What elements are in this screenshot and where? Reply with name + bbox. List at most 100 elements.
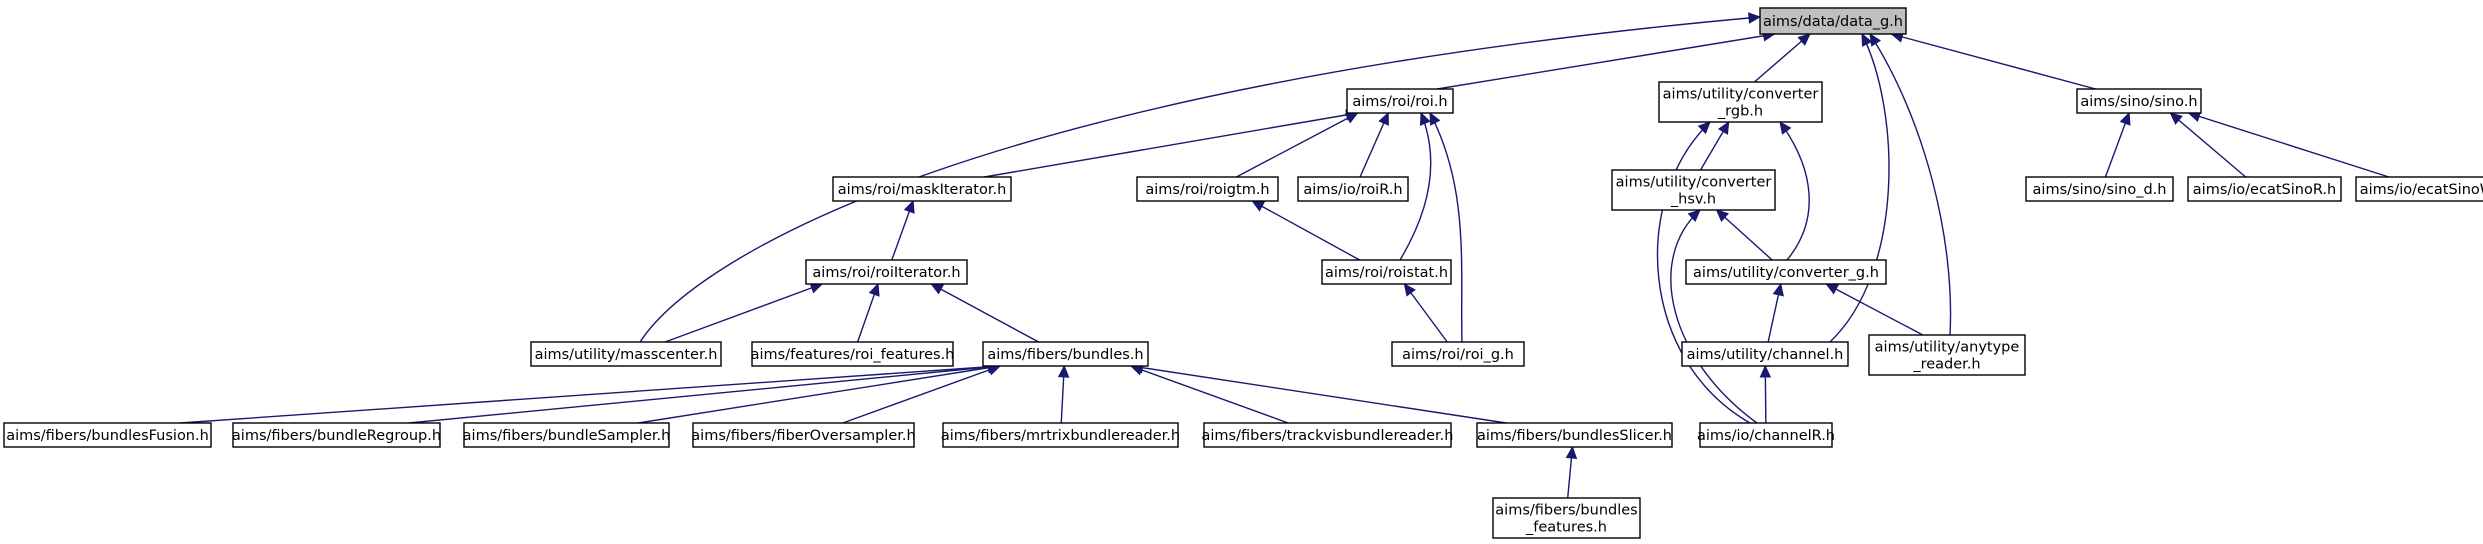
node-label: aims/io/roiR.h [1303,182,1402,198]
arrowhead-roistat-to-roigtm [1251,200,1266,212]
node-label: aims/utility/converter [1663,87,1819,103]
node-ecat-sino-w[interactable]: aims/io/ecatSinoW.h [2355,176,2483,202]
edge-sino-to-data-g [1891,33,2096,90]
node-roi[interactable]: aims/roi/roi.h [1346,88,1454,114]
node-label: aims/roi/roigtm.h [1145,182,1269,198]
node-box [2025,176,2174,202]
node-box [942,422,1179,448]
arrowhead-bundles-to-roi-iterator [930,283,945,295]
node-label: _rgb.h [1717,104,1763,120]
node-label: aims/io/ecatSinoW.h [2360,182,2483,198]
edge-roi-r-to-roi [1359,112,1389,178]
node-roi-features[interactable]: aims/features/roi_features.h [751,341,955,367]
node-label: aims/io/ecatSinoR.h [2193,182,2336,198]
node-roistat[interactable]: aims/roi/roistat.h [1321,259,1452,285]
arrowhead-channel-to-converter-g [1772,282,1784,297]
edge-bundles-slicer-to-bundles [1131,365,1507,424]
node-label: _hsv.h [1670,192,1716,208]
node-label: aims/utility/channel.h [1687,347,1844,363]
node-box [692,422,915,448]
node-bundles[interactable]: aims/fibers/bundles.h [982,341,1149,367]
nodes-layer: aims/data/data_g.h aims/roi/roi.h aims/uti… [3,7,2483,539]
node-roi-iterator[interactable]: aims/roi/roiIterator.h [805,259,968,285]
node-channel[interactable]: aims/utility/channel.h [1681,341,1849,367]
node-bundles-slicer[interactable]: aims/fibers/bundlesSlicer.h [1476,422,1673,448]
edge-roi-g-to-roi [1429,112,1463,343]
edge-masscenter-to-roi-iterator [664,283,823,343]
node-box [530,341,722,367]
node-label: aims/io/channelR.h [1697,428,1835,444]
node-roi-r[interactable]: aims/io/roiR.h [1297,176,1409,202]
arrowhead-roi-features-to-roi-iterator [868,282,880,297]
node-bundles-features[interactable]: aims/fibers/bundles_features.h [1492,497,1641,539]
edge-masscenter-to-data-g [639,16,1761,343]
node-channel-r[interactable]: aims/io/channelR.h [1697,422,1835,448]
node-trackvisbundlereader[interactable]: aims/fibers/trackvisbundlereader.h [1202,422,1454,448]
node-sino[interactable]: aims/sino/sino.h [2076,88,2202,114]
node-label: aims/fibers/bundles [1495,503,1637,519]
arrowhead-channel-r-to-channel [1759,364,1772,378]
edge-roi-g-to-roistat [1403,283,1448,343]
node-label: aims/fibers/trackvisbundlereader.h [1202,428,1454,444]
edge-ecat-sino-w-to-sino [2188,112,2390,178]
node-bundle-regroup[interactable]: aims/fibers/bundleRegroup.h [232,422,441,448]
node-anytype-reader[interactable]: aims/utility/anytype_reader.h [1868,334,2026,376]
node-mask-iterator[interactable]: aims/roi/maskIterator.h [832,176,1012,202]
node-label: aims/features/roi_features.h [751,347,955,363]
node-mrtrixbundlereader[interactable]: aims/fibers/mrtrixbundlereader.h [941,422,1180,448]
arrowhead-converter-rgb-to-data-g [1797,33,1811,46]
edge-bundles-fusion-to-bundles [179,365,1000,424]
arrowhead-converter-g-to-converter-hsv [1715,209,1730,222]
arrowhead-roistat-to-roi [1419,111,1431,126]
node-box [1868,334,2026,376]
node-box [982,341,1149,367]
arrowhead-roi-g-to-roistat [1403,283,1416,297]
arrowhead-roi-iterator-to-mask-iterator [903,199,915,214]
node-fiber-oversampler[interactable]: aims/fibers/fiberOversampler.h [691,422,916,448]
arrowhead-sino-d-to-sino [2119,111,2131,126]
edge-converter-rgb-to-data-g [1753,33,1811,83]
node-label: aims/fibers/bundleRegroup.h [232,428,441,444]
edge-bundle-regroup-to-bundles [408,365,1000,424]
edge-anytype-reader-to-data-g [1869,33,1952,336]
node-converter-rgb[interactable]: aims/utility/converter_rgb.h [1658,81,1823,123]
edge-roistat-to-roigtm [1251,200,1360,261]
node-box [1699,422,1833,448]
node-box [232,422,441,448]
node-roi-g[interactable]: aims/roi/roi_g.h [1391,341,1525,367]
node-label: aims/fibers/mrtrixbundlereader.h [941,428,1180,444]
edge-anytype-reader-to-converter-g [1825,283,1924,336]
node-box [3,422,212,448]
node-sino-d[interactable]: aims/sino/sino_d.h [2025,176,2174,202]
node-label: aims/fibers/bundles.h [987,347,1143,363]
node-bundles-fusion[interactable]: aims/fibers/bundlesFusion.h [3,422,212,448]
node-bundle-sampler[interactable]: aims/fibers/bundleSampler.h [463,422,671,448]
edges-layer [179,12,2390,499]
node-box [1391,341,1525,367]
arrowhead-channel-r-to-converter-rgb [1697,121,1711,135]
node-label: aims/roi/roi.h [1352,94,1447,110]
node-box [1136,176,1279,202]
node-box [805,259,968,285]
edge-channel-r-to-converter-rgb [1656,121,1751,424]
node-box [1759,7,1907,35]
node-box [1346,88,1454,114]
node-label: aims/roi/roistat.h [1325,265,1448,281]
node-converter-g[interactable]: aims/utility/converter_g.h [1685,259,1887,285]
node-masscenter[interactable]: aims/utility/masscenter.h [530,341,722,367]
node-roigtm[interactable]: aims/roi/roigtm.h [1136,176,1279,202]
node-box [1297,176,1409,202]
node-box [832,176,1012,202]
arrowhead-roigtm-to-roi [1344,112,1359,124]
edge-converter-g-to-converter-hsv [1716,209,1773,261]
edge-converter-g-to-converter-rgb [1779,121,1810,261]
node-converter-hsv[interactable]: aims/utility/converter_hsv.h [1611,169,1776,211]
edge-channel-to-data-g [1829,33,1890,343]
arrowhead-roi-g-to-roi [1429,111,1441,126]
edge-roigtm-to-roi [1236,112,1358,178]
node-box [1685,259,1887,285]
node-data-g[interactable]: aims/data/data_g.h [1759,7,1907,35]
node-ecat-sino-r[interactable]: aims/io/ecatSinoR.h [2187,176,2342,202]
node-box [2187,176,2342,202]
arrowhead-anytype-reader-to-converter-g [1825,283,1840,295]
